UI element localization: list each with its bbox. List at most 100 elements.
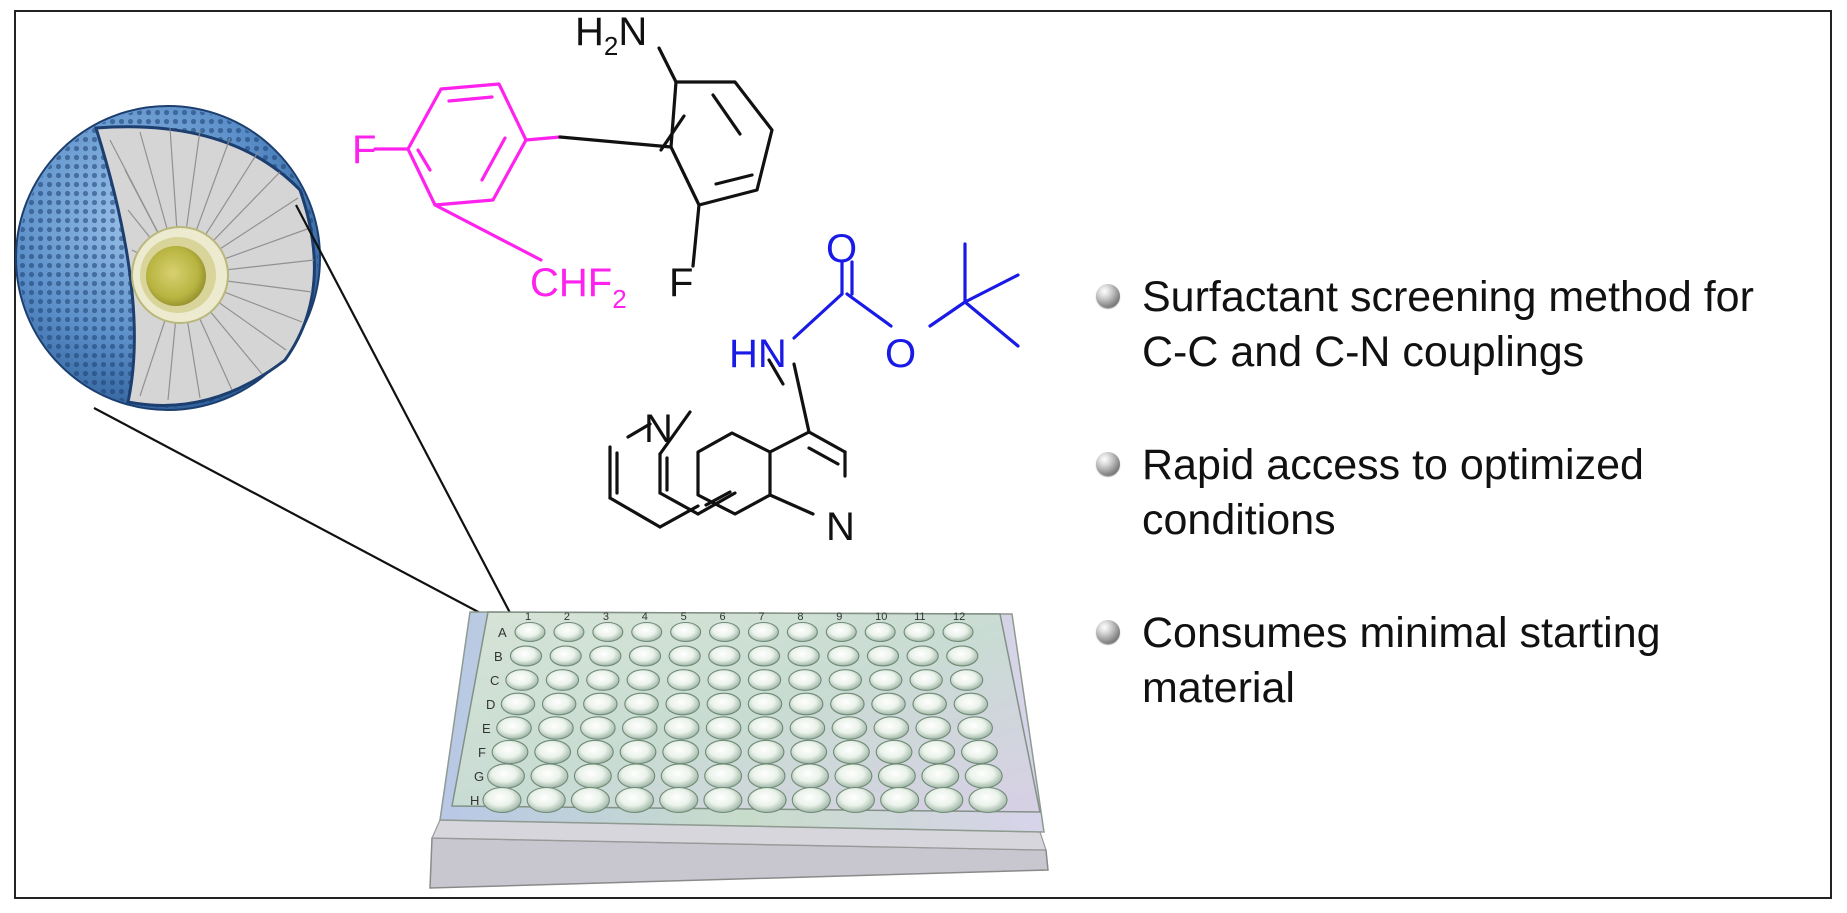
plate-well [592,621,624,643]
plate-row-label: C [490,673,499,688]
plate-well [747,621,780,643]
plate-column-label: 9 [836,611,842,623]
fluoro-left-label: F [352,128,376,172]
plate-well [514,621,546,643]
plate-well [942,621,974,643]
plate-well [706,692,742,716]
plate-well [877,763,916,789]
plate-well [791,786,831,814]
sphere-bullet-icon [1096,452,1120,476]
plate-well [918,739,956,765]
plate-well [747,692,783,716]
plate-row-label: A [498,625,507,640]
plate-well [831,716,868,740]
plate-well [864,621,896,643]
bullet-list: Surfactant screening method for C-C and … [1096,270,1836,774]
plate-well [830,692,865,716]
plate-well [583,692,618,716]
plate-well [482,786,522,814]
nh-label: HN [729,332,787,376]
plate-row-label: B [494,649,503,664]
plate-well [871,692,906,716]
plate-well [964,763,1003,789]
plate-well [953,692,989,716]
plate-column-label: 5 [681,611,687,623]
plate-well [614,786,655,814]
plate-well [621,716,658,740]
plate-well [791,763,829,789]
amine-label: H2N [575,10,647,61]
biaryl-amine-molecule [373,46,774,268]
naphthyridine-ring [608,358,847,529]
plate-well [747,669,782,691]
plate-column-label: 12 [953,611,965,623]
plate-well [788,692,824,716]
ring-nitrogen-2-label: N [826,505,855,549]
plate-well [906,645,939,667]
plate-well [505,669,539,691]
carbonyl-oxygen-label: O [826,227,857,271]
plate-well [541,692,577,716]
plate-row-label: H [470,793,479,808]
sphere-bullet-icon [1096,620,1120,644]
plate-well [659,786,699,814]
fluorophenyl-ring [373,82,562,262]
plate-well [747,739,785,765]
plate-well [903,621,935,643]
bullet-line: Rapid access to optimized [1142,441,1644,489]
plate-column-label: 2 [564,611,570,623]
plate-well [827,645,860,667]
plate-well [873,716,910,740]
plate-well [660,763,699,789]
plate-well [586,669,620,691]
aniline-ring [558,46,774,268]
plate-well [788,669,822,691]
plate-column-label: 10 [875,611,887,623]
bullet-line: Consumes minimal starting [1142,609,1661,657]
plate-well [570,786,610,814]
plate-well [875,739,913,765]
figure-frame [14,10,1832,899]
plate-well [707,669,741,691]
fluoro-right-label: F [669,261,693,305]
plate-column-label: 4 [642,611,648,623]
plate-well [825,621,857,643]
plate-well [628,645,662,667]
ring-nitrogen-1-label: N [644,407,673,451]
plate-well [704,739,742,765]
plate-row-label: D [486,697,495,712]
plate-well [866,645,900,667]
plate-well [946,645,979,667]
plate-well [668,645,701,667]
bullet-item: Rapid access to optimized conditions [1096,438,1836,548]
plate-well [631,621,663,643]
plate-well [624,692,659,716]
plate-row-label: E [482,721,491,736]
bullet-item: Surfactant screening method for C-C and … [1096,270,1836,380]
plate-well [534,739,572,765]
plate-well [553,621,585,643]
plate-row-label: F [478,745,486,760]
plate-well [576,739,614,765]
plate-well [509,645,543,667]
plate-well [835,786,876,814]
bullet-line: Surfactant screening method for [1142,273,1754,321]
plate-well [626,669,660,691]
plate-well [968,786,1008,814]
plate-well [704,763,743,789]
plate-well [662,739,700,765]
plate-well [869,669,903,691]
well-grid [482,621,1008,814]
plate-column-label: 1 [525,611,531,623]
plate-well [787,645,820,667]
plate-well [747,716,784,740]
plate-well [747,786,787,814]
bullet-line: material [1142,664,1295,712]
bullet-line: conditions [1142,496,1336,544]
plate-well [790,739,828,765]
plate-well [961,739,998,765]
plate-well [580,716,616,740]
